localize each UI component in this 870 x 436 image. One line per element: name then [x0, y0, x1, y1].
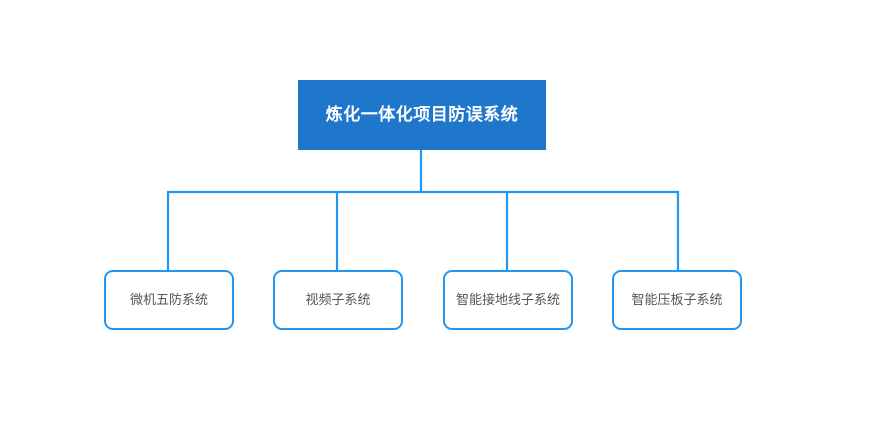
child-node-1[interactable]: 微机五防系统 [104, 270, 234, 330]
root-node[interactable]: 炼化一体化项目防误系统 [298, 80, 546, 150]
child-node-1-label: 微机五防系统 [129, 292, 208, 308]
root-node-label: 炼化一体化项目防误系统 [325, 104, 519, 124]
child-node-4[interactable]: 智能压板子系统 [612, 270, 742, 330]
child-node-2[interactable]: 视频子系统 [273, 270, 403, 330]
child-node-3[interactable]: 智能接地线子系统 [443, 270, 573, 330]
child-node-3-label: 智能接地线子系统 [455, 292, 560, 308]
child-node-2-label: 视频子系统 [305, 292, 371, 308]
child-node-4-label: 智能压板子系统 [631, 292, 723, 308]
